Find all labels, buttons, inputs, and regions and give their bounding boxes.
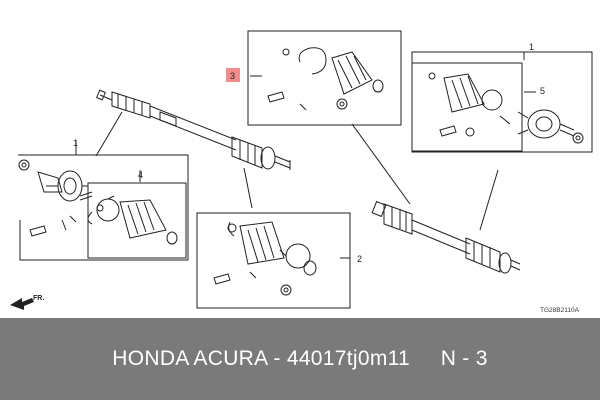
- part-caption: HONDA ACURA - 44017tj0m11 N - 3: [112, 347, 488, 370]
- front-direction-arrow-icon: [10, 298, 34, 310]
- front-direction-label: FR.: [33, 295, 44, 302]
- right-driveshaft: [371, 200, 521, 274]
- kit-box-1-left: [18, 154, 189, 261]
- callout-3-highlight: [226, 68, 240, 82]
- kit-box-2: [196, 212, 351, 309]
- caption-bar: HONDA ACURA - 44017tj0m11 N - 3: [0, 318, 600, 400]
- callout-5: 5: [540, 86, 545, 96]
- callout-1-right: 1: [529, 42, 534, 52]
- parts-diagram: 1 1 2 3 4 5 FR. TG28B2110A: [10, 30, 593, 314]
- leader-lines: [75, 52, 536, 259]
- callout-1-left: 1: [73, 138, 78, 148]
- kit-box-3: [247, 30, 402, 126]
- callout-4: 4: [138, 170, 143, 180]
- drawing-code: TG28B2110A: [540, 307, 580, 314]
- kit-box-1-right: [411, 51, 593, 153]
- callout-3: 3: [230, 71, 235, 81]
- left-driveshaft: [96, 89, 291, 170]
- callout-2: 2: [357, 254, 362, 264]
